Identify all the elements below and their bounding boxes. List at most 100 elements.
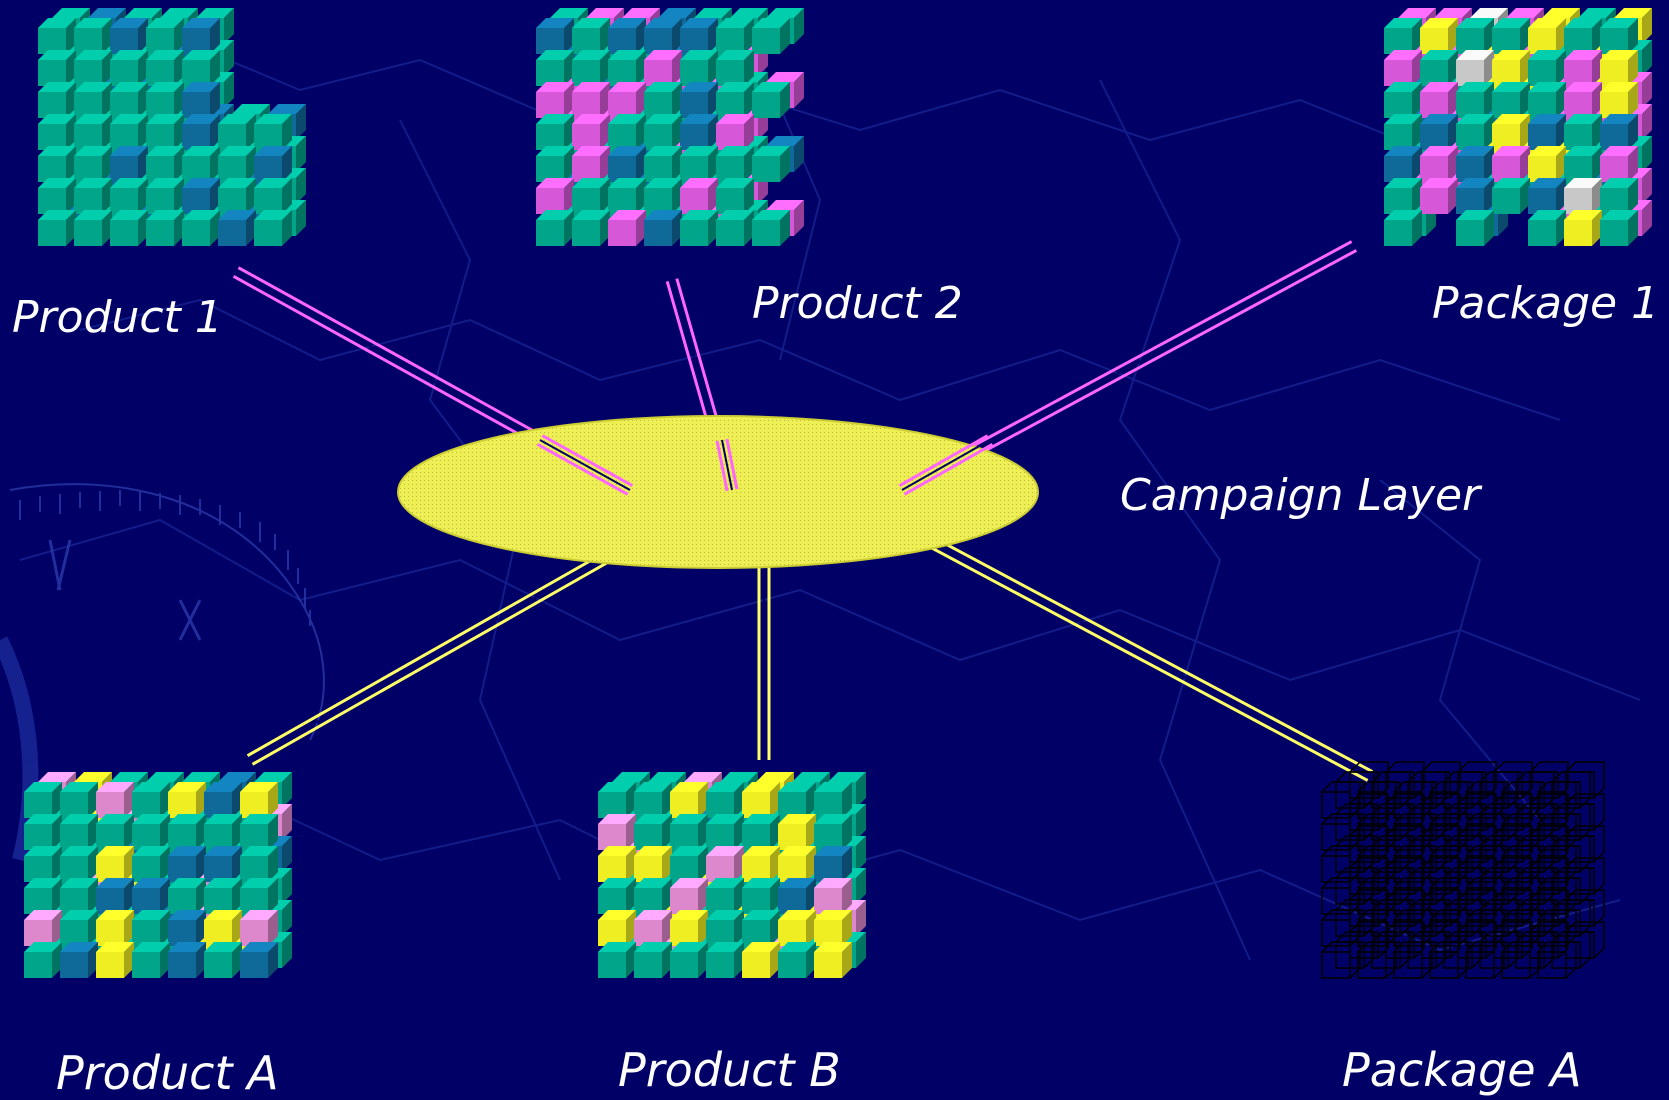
cube bbox=[572, 114, 610, 150]
cube bbox=[1465, 813, 1505, 851]
cube bbox=[1321, 909, 1361, 947]
cube bbox=[218, 210, 256, 246]
cube bbox=[742, 910, 780, 946]
cube bbox=[1456, 82, 1494, 118]
cube bbox=[670, 782, 708, 818]
cube bbox=[146, 50, 184, 86]
cube bbox=[1321, 877, 1361, 915]
cube bbox=[536, 146, 574, 182]
cube bbox=[1456, 210, 1494, 246]
cube bbox=[1393, 845, 1433, 883]
cube bbox=[24, 942, 62, 978]
cube bbox=[778, 910, 816, 946]
cube bbox=[24, 782, 62, 818]
label-campaign-layer: Campaign Layer bbox=[1120, 470, 1481, 521]
cube bbox=[146, 210, 184, 246]
cube bbox=[132, 782, 170, 818]
cube bbox=[168, 782, 206, 818]
cube bbox=[168, 878, 206, 914]
cube bbox=[1492, 146, 1530, 182]
cube bbox=[38, 50, 76, 86]
cube bbox=[240, 942, 278, 978]
cube-cluster-product-a bbox=[24, 772, 292, 978]
cube bbox=[1429, 845, 1469, 883]
cube-cluster-product-1 bbox=[38, 8, 306, 246]
cube bbox=[706, 942, 744, 978]
cube bbox=[60, 846, 98, 882]
cube bbox=[240, 846, 278, 882]
cube bbox=[254, 178, 292, 214]
cube bbox=[1528, 146, 1566, 182]
cube bbox=[1357, 941, 1397, 979]
cube bbox=[1393, 813, 1433, 851]
cube bbox=[1600, 178, 1638, 214]
cube bbox=[670, 910, 708, 946]
cube bbox=[1528, 82, 1566, 118]
cube bbox=[536, 210, 574, 246]
cube-cluster-product-2 bbox=[536, 8, 804, 246]
cube bbox=[1600, 210, 1638, 246]
link-product-2-end bbox=[715, 438, 739, 492]
cube bbox=[254, 114, 292, 150]
cube bbox=[1492, 50, 1530, 86]
cube bbox=[1564, 18, 1602, 54]
cube bbox=[204, 942, 242, 978]
cube bbox=[814, 942, 852, 978]
top-links-over-ellipse bbox=[536, 434, 994, 496]
cube bbox=[644, 114, 682, 150]
cube bbox=[1600, 18, 1638, 54]
cube bbox=[168, 814, 206, 850]
cube bbox=[38, 82, 76, 118]
cube bbox=[146, 178, 184, 214]
cube bbox=[96, 814, 134, 850]
cube bbox=[132, 846, 170, 882]
cube bbox=[96, 878, 134, 914]
cube bbox=[1384, 178, 1422, 214]
cube bbox=[706, 846, 744, 882]
cube bbox=[814, 910, 852, 946]
cube bbox=[60, 814, 98, 850]
cube bbox=[1600, 114, 1638, 150]
cube bbox=[74, 50, 112, 86]
cube bbox=[1429, 813, 1469, 851]
cube bbox=[60, 942, 98, 978]
cube bbox=[182, 82, 220, 118]
cube bbox=[752, 146, 790, 182]
cube bbox=[132, 910, 170, 946]
link-product-a bbox=[246, 530, 648, 766]
cube bbox=[1564, 146, 1602, 182]
cube bbox=[598, 910, 636, 946]
cube bbox=[598, 942, 636, 978]
cube bbox=[74, 146, 112, 182]
cube bbox=[1537, 877, 1577, 915]
cube bbox=[1564, 210, 1602, 246]
cube bbox=[1456, 178, 1494, 214]
cube bbox=[742, 846, 780, 882]
cube bbox=[1335, 931, 1375, 969]
cube bbox=[814, 814, 852, 850]
cube bbox=[680, 146, 718, 182]
cube bbox=[1384, 82, 1422, 118]
cube bbox=[1537, 781, 1577, 819]
cube bbox=[1321, 813, 1361, 851]
cube bbox=[706, 878, 744, 914]
cube bbox=[1501, 877, 1541, 915]
cube bbox=[110, 82, 148, 118]
link-product-b bbox=[757, 536, 771, 760]
cube bbox=[204, 910, 242, 946]
cube bbox=[536, 178, 574, 214]
cube bbox=[680, 210, 718, 246]
cube bbox=[1384, 210, 1422, 246]
cube bbox=[1384, 114, 1422, 150]
cube bbox=[716, 50, 754, 86]
cube bbox=[752, 210, 790, 246]
cube bbox=[634, 846, 672, 882]
cube bbox=[634, 910, 672, 946]
cube bbox=[644, 50, 682, 86]
cube bbox=[1528, 178, 1566, 214]
cube bbox=[1456, 146, 1494, 182]
cube bbox=[1600, 82, 1638, 118]
cube bbox=[572, 50, 610, 86]
label-package-a: Package A bbox=[1342, 1043, 1582, 1097]
label-product-a: Product A bbox=[56, 1046, 279, 1100]
